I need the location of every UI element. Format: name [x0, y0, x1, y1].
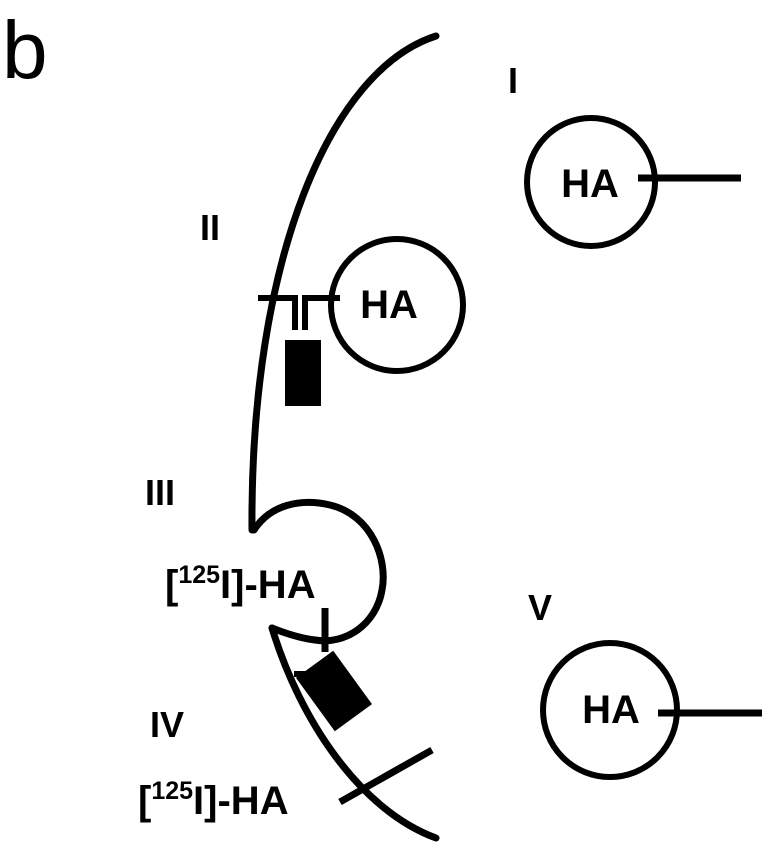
receptor-block-iii: [295, 650, 373, 732]
ha-particle-bound: [328, 236, 466, 374]
step-numeral-iv: IV: [150, 704, 184, 745]
receptor-linker: [258, 295, 340, 330]
step-numeral-ii: II: [200, 207, 220, 248]
step-numeral-v: V: [528, 587, 552, 628]
ha-label-i: HA: [561, 162, 619, 206]
panel-label: b: [2, 5, 48, 96]
step-numeral-iii: III: [145, 472, 175, 513]
ha-label-ii: HA: [360, 283, 418, 327]
endocytic-pit: [250, 499, 387, 645]
cell-membrane-upper: [248, 32, 440, 534]
iodinated-ha-label-iii: [125I]-HA: [165, 561, 316, 607]
iodinated-ha-label-iv: [125I]-HA: [138, 777, 289, 823]
exit-line-iv: [338, 746, 434, 806]
ha-particle-free: [524, 115, 658, 249]
step-numeral-i: I: [508, 60, 518, 101]
receptor-block-ii: [285, 340, 321, 406]
cell-membrane-lower: [268, 624, 440, 842]
ha-label-v: HA: [582, 688, 640, 732]
